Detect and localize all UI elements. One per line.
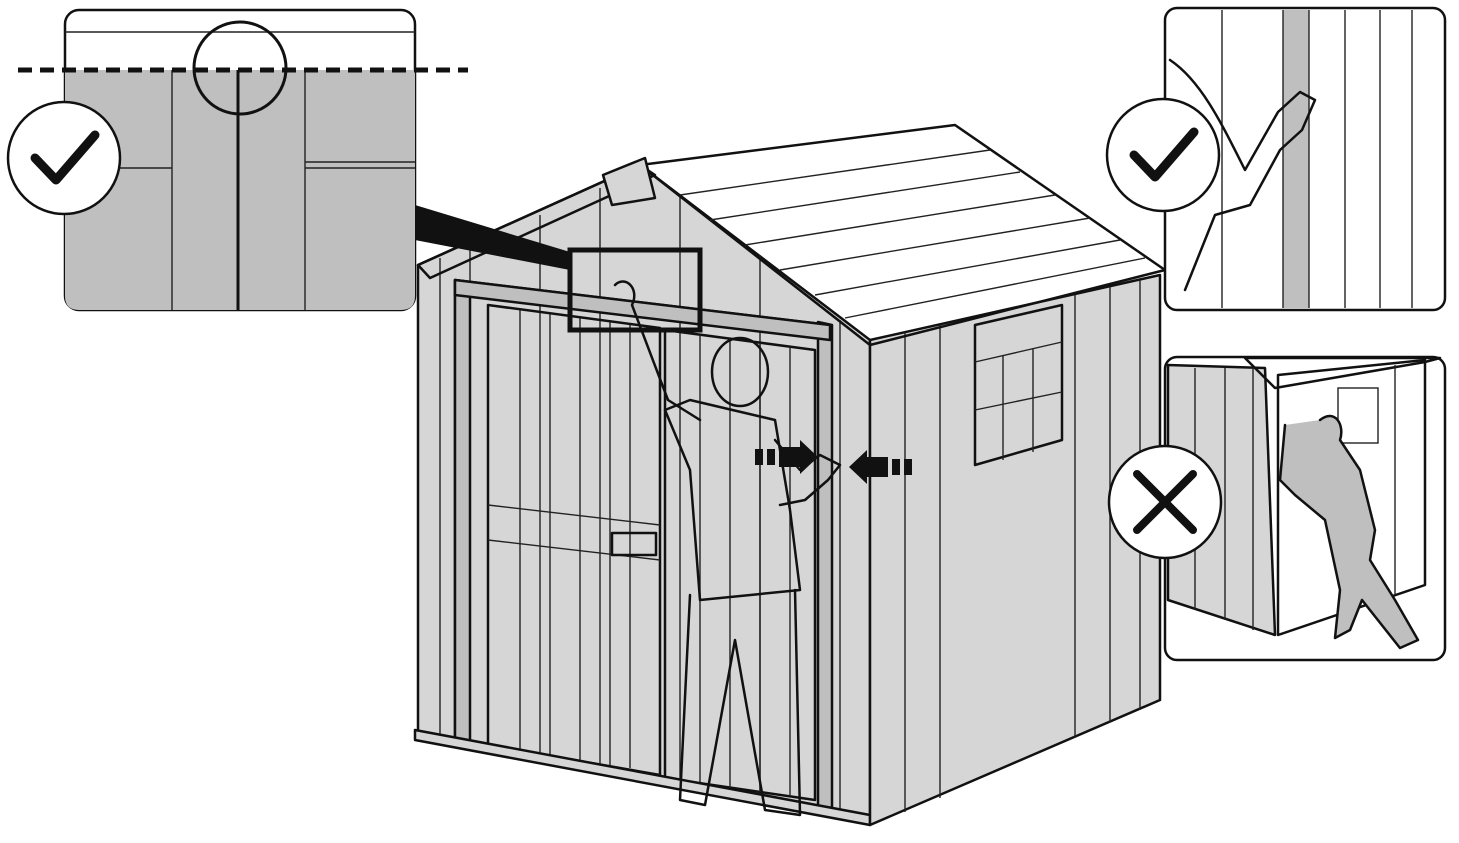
cross-icon [1109,446,1221,558]
right-door-post [818,322,832,808]
detail-panel-top-left [8,10,468,310]
shed-side-wall [870,275,1160,825]
shed-front-wall [418,165,870,820]
left-door-post [455,280,470,744]
shed-illustration [415,125,1165,825]
check-icon [1107,99,1219,211]
check-icon [8,102,120,214]
gable-vent [603,158,655,205]
